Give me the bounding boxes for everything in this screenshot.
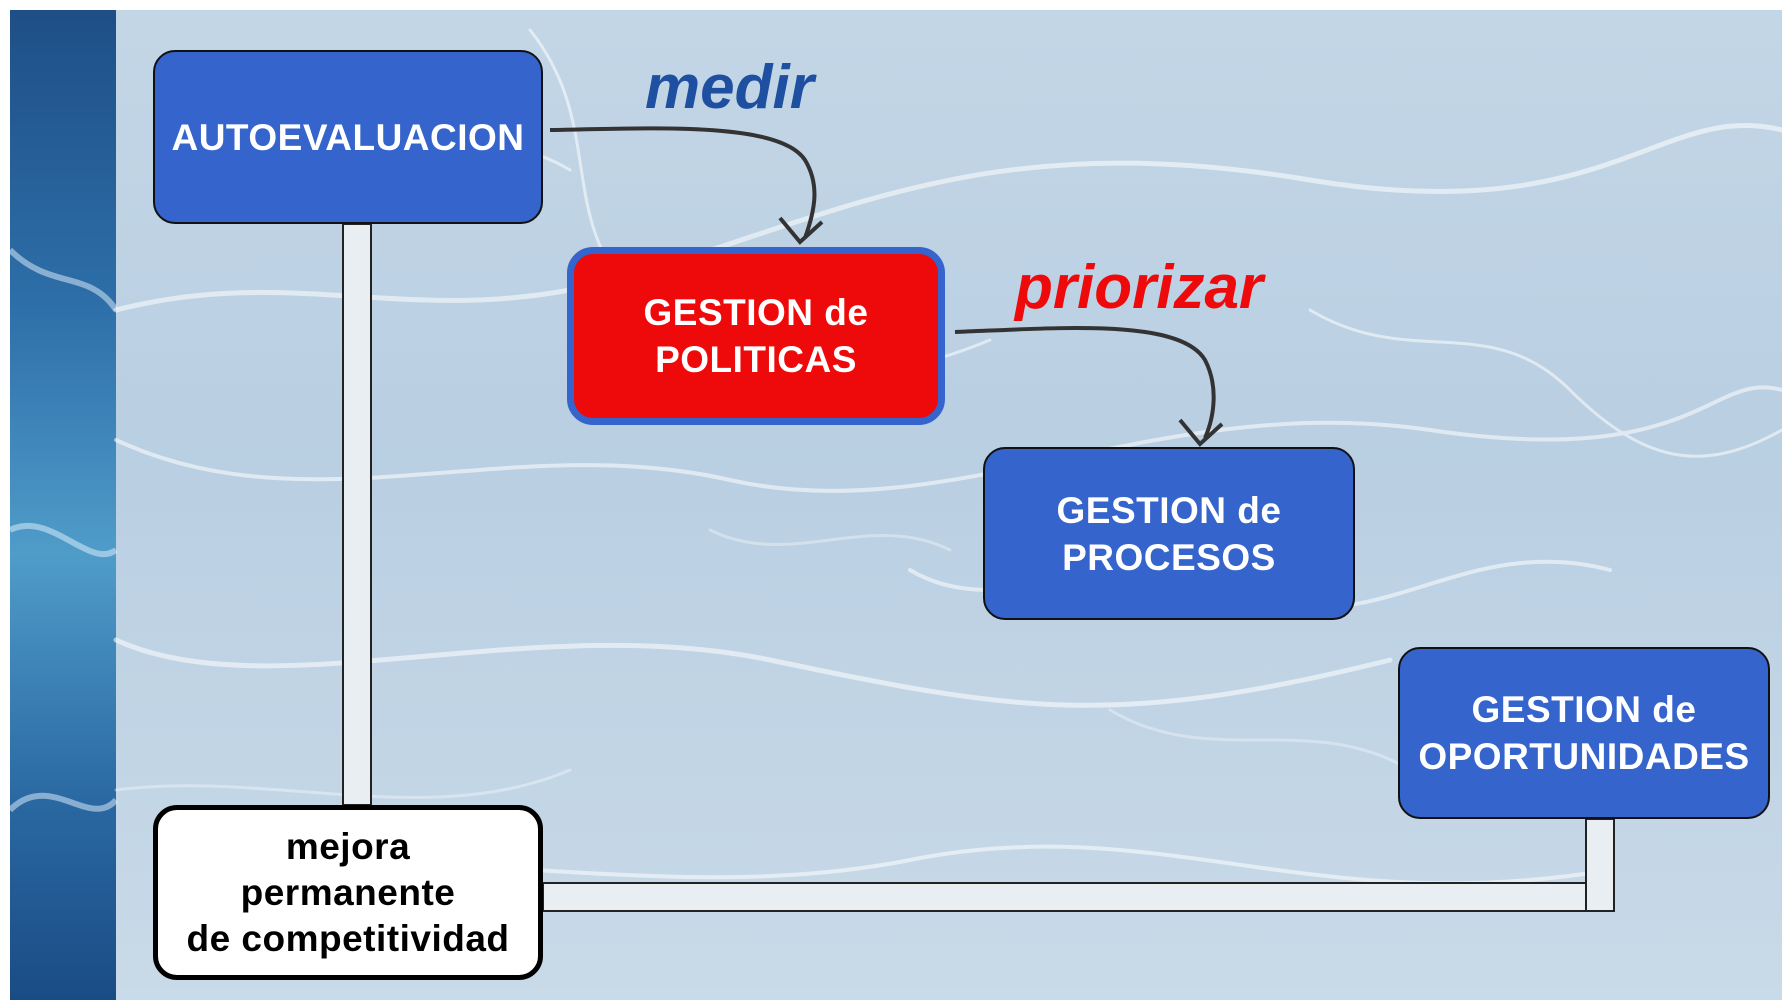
connector-horizontal [542, 882, 1615, 912]
node-autoevaluacion: AUTOEVALUACION [153, 50, 543, 224]
connectors [342, 126, 1615, 912]
arrow-priorizar [954, 326, 1216, 439]
edge-label-priorizar: priorizar [1015, 253, 1264, 322]
node-mejora-competitividad: mejora permanente de competitividad [153, 805, 543, 980]
node-gestion-oportunidades: GESTION de OPORTUNIDADES [1398, 647, 1770, 819]
connector-mejora-oportunidades [543, 819, 1600, 889]
side-band [10, 10, 116, 1000]
edge-label-medir: medir [645, 53, 814, 122]
arrow-medir [549, 126, 817, 239]
arrow-medir-head [778, 216, 824, 245]
node-gestion-politicas: GESTION de POLITICAS [567, 247, 945, 425]
connector-joint [1587, 882, 1613, 910]
connector-autoevaluacion-mejora [342, 223, 372, 806]
slide: medir priorizar AUTOEVALUACION GESTION d… [10, 10, 1782, 1000]
arrow-priorizar-head [1178, 418, 1224, 447]
node-gestion-procesos: GESTION de PROCESOS [983, 447, 1355, 620]
